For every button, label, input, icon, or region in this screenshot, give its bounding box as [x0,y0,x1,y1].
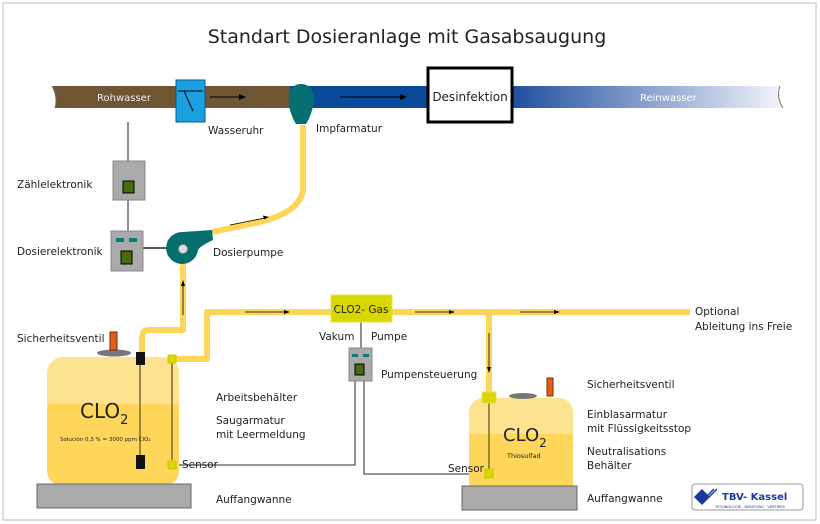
neutral-tank-note: Thiosulfad [506,452,541,460]
optional-label: Optional [695,306,739,318]
neutralisation-tank [461,377,578,511]
logo-name: TBV- Kassel [722,492,787,503]
dosing-electronics-label: Dosierelektronik [17,246,104,258]
raw-water-pipe [52,86,290,108]
tbv-kassel-logo: TBV- Kassel TECHNOLOGIE · BERATUNG · VER… [691,483,804,511]
dosing-pump-icon [166,230,213,264]
vacuum-label: Vakum [319,331,354,343]
clean-water-label: Reinwasser [640,93,698,104]
inlet-label-2: mit Flüssigkeitsstop [587,423,691,435]
vent-outside-label: Ableitung ins Freie [695,321,792,333]
suction-line [139,264,186,352]
neutral-label-1: Neutralisations [587,446,666,458]
work-tank-label: Arbeitsbehälter [216,392,298,404]
flow-arrow-icon [239,94,246,100]
neutral-label-2: Behälter [587,460,632,472]
clo2-gas-label: CLO2- Gas [334,304,389,316]
water-meter-label: Wasseruhr [208,125,264,137]
counter-electronics-icon [112,160,146,201]
safety-valve-icon [546,377,554,397]
pump-control-icon [348,347,373,382]
clo2-gas-box [330,294,393,323]
safety-valve-right-label: Sicherheitsventil [587,379,675,391]
pump-control-label: Pumpensteuerung [381,369,477,381]
drip-tray [36,483,192,509]
safety-valve-left-label: Sicherheitsventil [17,333,105,345]
gas-line [176,309,690,362]
logo-tagline: TECHNOLOGIE · BERATUNG · VERTRIEB [714,505,785,509]
dosing-electronics-icon [110,230,144,272]
work-tank-sensor-label: Sensor [182,459,219,471]
inlet-label-1: Einblasarmatur [587,409,668,421]
injection-fitting-label: Impfarmatur [316,123,383,135]
work-tank-note: Solución 0,3 % = 3000 ppm ClO₂ [60,436,151,443]
suction-label-2: mit Leermeldung [216,429,306,441]
disinfection-box [426,66,514,124]
dosing-line [211,125,306,235]
neutral-sensor-label: Sensor [448,463,485,475]
neutral-tank-formula: CLO2 [503,425,547,450]
clean-water-pipe [512,86,783,108]
drip-tray [461,485,578,511]
neutral-tray-label: Auffangwanne [587,493,663,505]
work-tank-formula: CLO2 [80,399,128,428]
pump-label: Pumpe [371,331,407,343]
work-tank [36,331,192,509]
water-meter-icon [175,79,206,123]
suction-label-1: Saugarmatur [216,415,285,427]
page-title: Standart Dosieranlage mit Gasabsaugung [208,26,607,48]
work-tray-label: Auffangwanne [216,494,292,506]
dosing-pump-label: Dosierpumpe [213,247,283,259]
counter-electronics-label: Zählelektronik [17,179,93,191]
flow-arrow-icon [400,94,407,100]
raw-water-label: Rohwasser [97,93,152,104]
disinfection-label: Desinfektion [432,90,507,104]
safety-valve-base [97,349,131,357]
safety-valve-icon [109,331,118,351]
injection-fitting-icon [288,84,314,124]
